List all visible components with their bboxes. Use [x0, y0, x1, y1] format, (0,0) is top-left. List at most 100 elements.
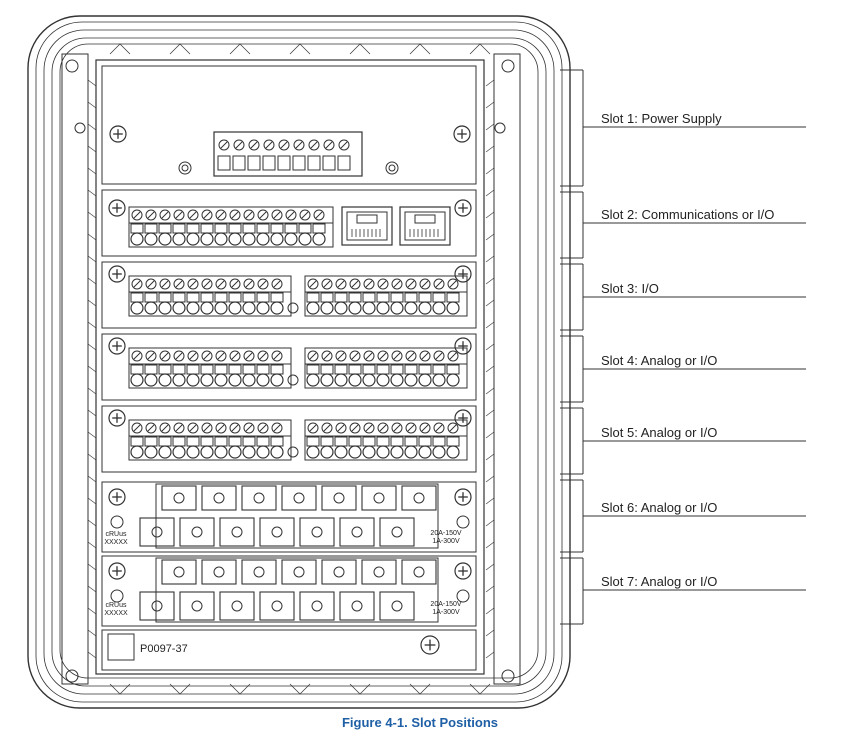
terminal-screw-icon	[263, 139, 275, 151]
rail-rib	[87, 629, 97, 637]
terminal-slot	[421, 424, 429, 432]
rating-line-2: 1A-300V	[432, 609, 460, 616]
terminal-screw-icon	[433, 422, 445, 434]
terminal-slot	[421, 352, 429, 360]
cert-line-2: XXXXX	[104, 539, 128, 546]
terminal-screw-icon	[311, 526, 323, 538]
terminal-clamp-icon	[348, 373, 362, 387]
hv-terminal-bottom	[379, 591, 415, 621]
terminal-clamp-icon	[200, 232, 214, 246]
rail-rib	[87, 651, 97, 659]
cert-line-2: XXXXX	[104, 610, 128, 617]
terminal-slot	[147, 424, 155, 432]
terminal-slot	[217, 280, 225, 288]
terminal-screw-icon	[293, 139, 305, 151]
terminal-clamp-icon	[242, 301, 256, 315]
rail-rib	[87, 233, 97, 241]
terminal-slot	[365, 352, 373, 360]
standoff-icon	[110, 589, 124, 603]
terminal-cell	[298, 223, 312, 234]
terminal-screw-icon	[187, 350, 199, 362]
terminal-screw-icon	[231, 600, 243, 612]
terminal-cell	[172, 364, 186, 375]
hv-terminal-bottom	[299, 517, 335, 547]
screw-icon	[108, 265, 126, 283]
terminal-clamp-icon	[418, 301, 432, 315]
terminal-cell	[172, 223, 186, 234]
terminal-screw-icon	[215, 278, 227, 290]
terminal-slot	[235, 141, 243, 149]
terminal-cell	[376, 436, 390, 447]
terminal-clamp-icon	[256, 301, 270, 315]
rail-rib	[87, 79, 97, 87]
terminal-clamp-icon	[130, 301, 144, 315]
terminal-strip-top	[128, 275, 292, 293]
ethernet-latch	[356, 214, 378, 224]
screw-icon	[420, 635, 440, 655]
rail-rib	[485, 343, 495, 351]
terminal-slot	[245, 424, 253, 432]
terminal-cell	[214, 292, 228, 303]
terminal-screw-icon	[391, 526, 403, 538]
terminal-screw-icon	[363, 350, 375, 362]
terminal-clamp-icon	[200, 373, 214, 387]
terminal-slot	[301, 211, 309, 219]
terminal-cell	[418, 292, 432, 303]
terminal-slot	[175, 280, 183, 288]
terminal-screw-icon	[248, 139, 260, 151]
terminal-slot	[337, 280, 345, 288]
terminal-clamp-icon	[320, 445, 334, 459]
terminal-clamp-icon	[432, 301, 446, 315]
terminal-clamp-icon	[130, 232, 144, 246]
terminal-cell	[362, 364, 376, 375]
terminal-cell	[418, 364, 432, 375]
terminal-slot	[407, 424, 415, 432]
terminal-clamp-icon	[158, 301, 172, 315]
terminal-screw-icon	[173, 209, 185, 221]
terminal-cell	[228, 436, 242, 447]
terminal-cell	[404, 292, 418, 303]
ethernet-port-icon	[399, 206, 451, 246]
io-module	[101, 261, 477, 329]
terminal-slot	[435, 352, 443, 360]
rail-rib	[87, 101, 97, 109]
terminal-cell	[432, 436, 446, 447]
terminal-slot	[147, 211, 155, 219]
terminal-clamp-icon	[390, 373, 404, 387]
screw-icon	[108, 337, 126, 355]
terminal-slot	[337, 424, 345, 432]
rail-rib	[485, 629, 495, 637]
right-rail	[493, 53, 521, 685]
left-rail	[61, 53, 89, 685]
screw-icon	[108, 488, 126, 506]
terminal-slot	[365, 280, 373, 288]
terminal-screw-icon	[145, 209, 157, 221]
terminal-cell	[277, 155, 291, 171]
hv-terminal-frame	[155, 483, 439, 549]
terminal-slot	[259, 424, 267, 432]
hv-terminal-bottom	[219, 517, 255, 547]
rail-rib	[485, 607, 495, 615]
rail-rib	[87, 145, 97, 153]
terminal-cell	[348, 436, 362, 447]
terminal-screw-icon	[173, 278, 185, 290]
terminal-cell	[432, 364, 446, 375]
hv-module	[101, 555, 477, 627]
terminal-clamp-icon	[144, 373, 158, 387]
terminal-screw-icon	[287, 374, 299, 386]
terminal-cell	[322, 155, 336, 171]
bottom-plate	[101, 629, 477, 671]
terminal-slot	[325, 141, 333, 149]
terminal-screw-icon	[159, 350, 171, 362]
rail-rib	[485, 211, 495, 219]
enclosure-frame	[27, 15, 571, 709]
terminal-screw-icon	[271, 600, 283, 612]
terminal-clamp-icon	[320, 301, 334, 315]
hv-terminal-top	[361, 559, 397, 585]
terminal-clamp-icon	[390, 301, 404, 315]
terminal-slot	[323, 352, 331, 360]
hv-terminal-bottom	[299, 591, 335, 621]
rail-rib	[485, 519, 495, 527]
rail-rib	[87, 431, 97, 439]
ethernet-port-inner	[346, 211, 388, 241]
